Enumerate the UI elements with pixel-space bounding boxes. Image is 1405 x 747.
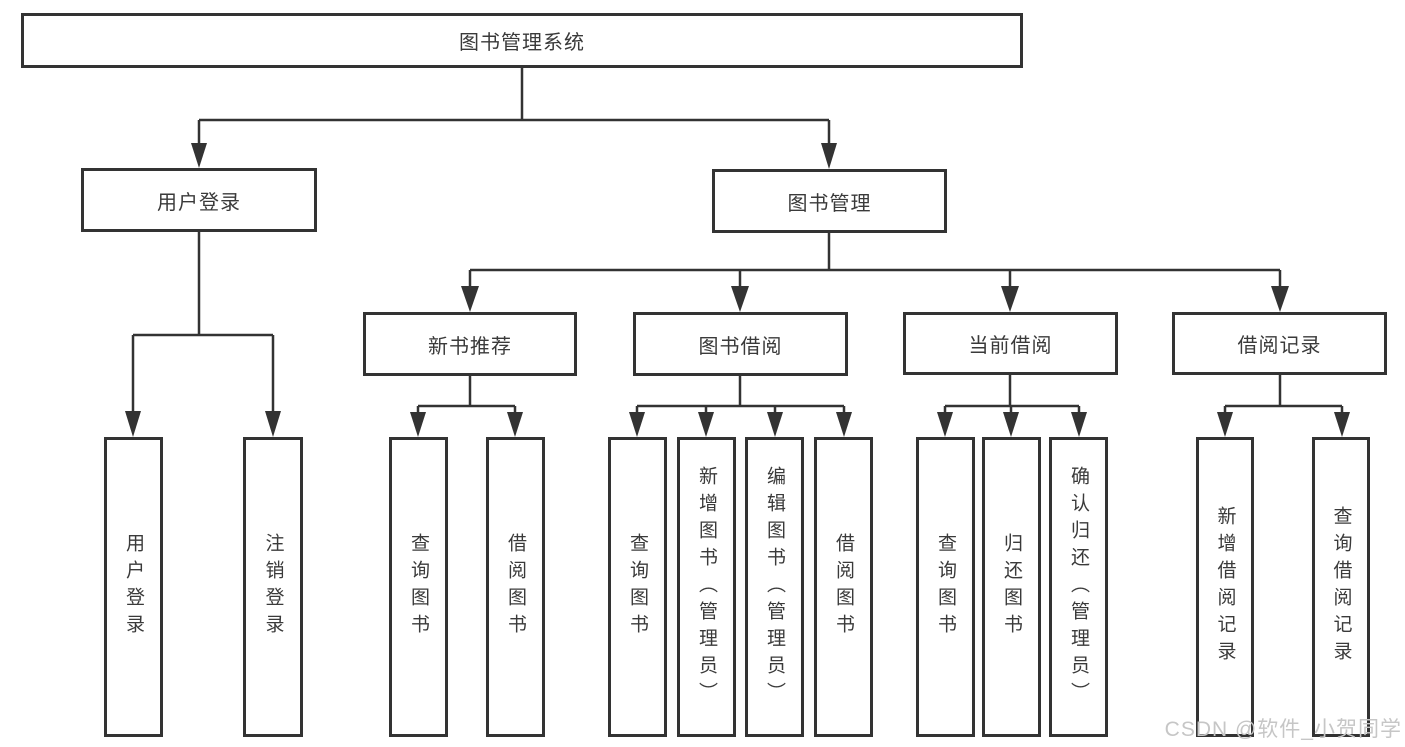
leaf-confirm-return-admin: 确认归还（管理员） xyxy=(1049,437,1108,737)
csdn-watermark: CSDN @软件_小贺同学 xyxy=(1164,718,1402,741)
leaf-add-borrow-record: 新增借阅记录 xyxy=(1196,437,1254,737)
leaf-edit-book-admin-label: 编辑图书（管理员） xyxy=(764,465,785,709)
leaf-confirm-return-admin-label: 确认归还（管理员） xyxy=(1068,465,1089,709)
node-user-login-branch-label: 用户登录 xyxy=(157,191,241,214)
leaf-current-query-book: 查询图书 xyxy=(916,437,975,737)
node-library-system: 图书管理系统 xyxy=(21,13,1023,68)
leaf-borrow-book: 借阅图书 xyxy=(814,437,873,737)
node-user-login-branch: 用户登录 xyxy=(81,168,317,232)
leaf-add-borrow-record-label: 新增借阅记录 xyxy=(1214,506,1236,668)
node-current-borrow: 当前借阅 xyxy=(903,312,1118,375)
leaf-borrow-query-book-label: 查询图书 xyxy=(627,533,648,641)
leaf-recommend-borrow-book: 借阅图书 xyxy=(486,437,545,737)
node-book-management-label: 图书管理 xyxy=(787,192,872,215)
leaf-current-query-book-label: 查询图书 xyxy=(935,533,956,641)
leaf-edit-book-admin: 编辑图书（管理员） xyxy=(745,437,804,737)
node-new-book-recommend: 新书推荐 xyxy=(363,312,577,376)
node-current-borrow-label: 当前借阅 xyxy=(968,335,1053,357)
node-borrow-records: 借阅记录 xyxy=(1172,312,1387,375)
leaf-add-book-admin: 新增图书（管理员） xyxy=(677,437,736,737)
leaf-recommend-borrow-book-label: 借阅图书 xyxy=(505,533,526,641)
node-borrow-records-label: 借阅记录 xyxy=(1237,335,1322,357)
leaf-borrow-query-book: 查询图书 xyxy=(608,437,667,737)
node-book-borrow-label: 图书借阅 xyxy=(698,335,783,358)
leaf-logout: 注销登录 xyxy=(243,437,303,737)
leaf-user-login-label: 用户登录 xyxy=(123,533,144,641)
leaf-query-borrow-record-label: 查询借阅记录 xyxy=(1330,506,1352,668)
leaf-return-book-label: 归还图书 xyxy=(1001,533,1022,641)
leaf-logout-label: 注销登录 xyxy=(262,533,284,641)
node-book-management: 图书管理 xyxy=(712,169,947,233)
leaf-return-book: 归还图书 xyxy=(982,437,1041,737)
leaf-user-login: 用户登录 xyxy=(104,437,163,737)
node-library-system-label: 图书管理系统 xyxy=(459,32,585,54)
node-book-borrow: 图书借阅 xyxy=(633,312,848,376)
node-new-book-recommend-label: 新书推荐 xyxy=(428,335,512,358)
leaf-borrow-book-label: 借阅图书 xyxy=(833,533,854,641)
leaf-query-borrow-record: 查询借阅记录 xyxy=(1312,437,1370,737)
leaf-add-book-admin-label: 新增图书（管理员） xyxy=(696,465,717,709)
leaf-recommend-query-book: 查询图书 xyxy=(389,437,448,737)
leaf-recommend-query-book-label: 查询图书 xyxy=(408,533,429,641)
